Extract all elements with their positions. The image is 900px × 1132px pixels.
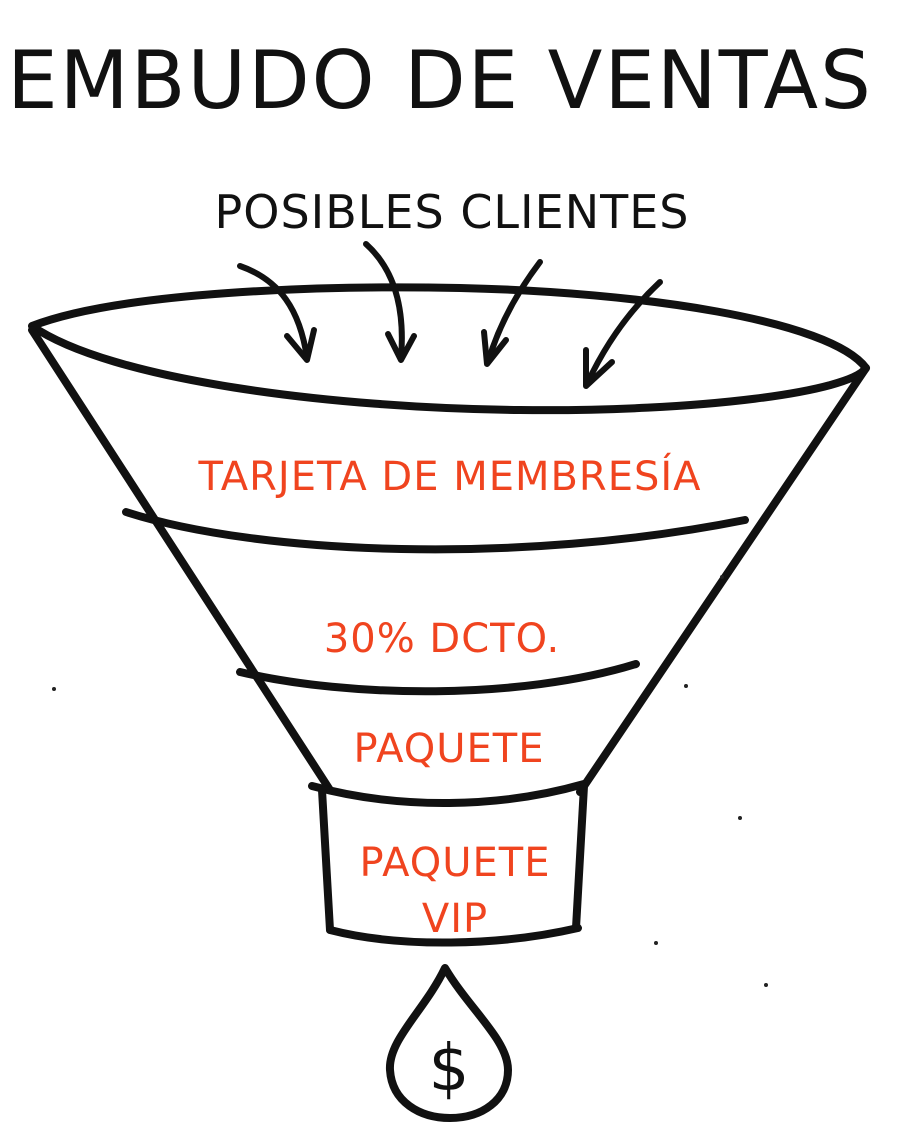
- dollar-symbol: $: [429, 1032, 470, 1106]
- stage-label-4-line1: PAQUETE: [360, 840, 551, 886]
- stage-label-4-line2: VIP: [422, 896, 488, 942]
- arrow-down-icon: [237, 263, 317, 363]
- band-divider-3: [308, 780, 588, 808]
- funnel-left-side: [28, 326, 334, 794]
- band-divider-2: [236, 660, 640, 696]
- arrow-down-icon-group: [237, 241, 663, 389]
- stage-label-3: PAQUETE: [354, 726, 545, 772]
- band-divider-1: [122, 508, 749, 554]
- arrow-down-icon: [583, 279, 663, 389]
- diagram-title: EMBUDO DE VENTAS: [7, 34, 873, 127]
- spout-bottom: [326, 924, 582, 947]
- arrow-down-icon: [363, 241, 417, 363]
- arrow-down-icon: [481, 259, 543, 367]
- stage-label-2: 30% DCTO.: [324, 616, 560, 662]
- funnel-right-side: [576, 364, 870, 796]
- money-drop-icon: $: [385, 964, 512, 1122]
- spout-left: [318, 786, 334, 934]
- funnel-rim: [28, 283, 870, 415]
- funnel-icon: [28, 283, 870, 947]
- ink-specks: [52, 575, 768, 987]
- stage-label-1: TARJETA DE MEMBRESÍA: [197, 452, 701, 500]
- spout-right: [572, 782, 588, 932]
- input-label: POSIBLES CLIENTES: [215, 185, 690, 239]
